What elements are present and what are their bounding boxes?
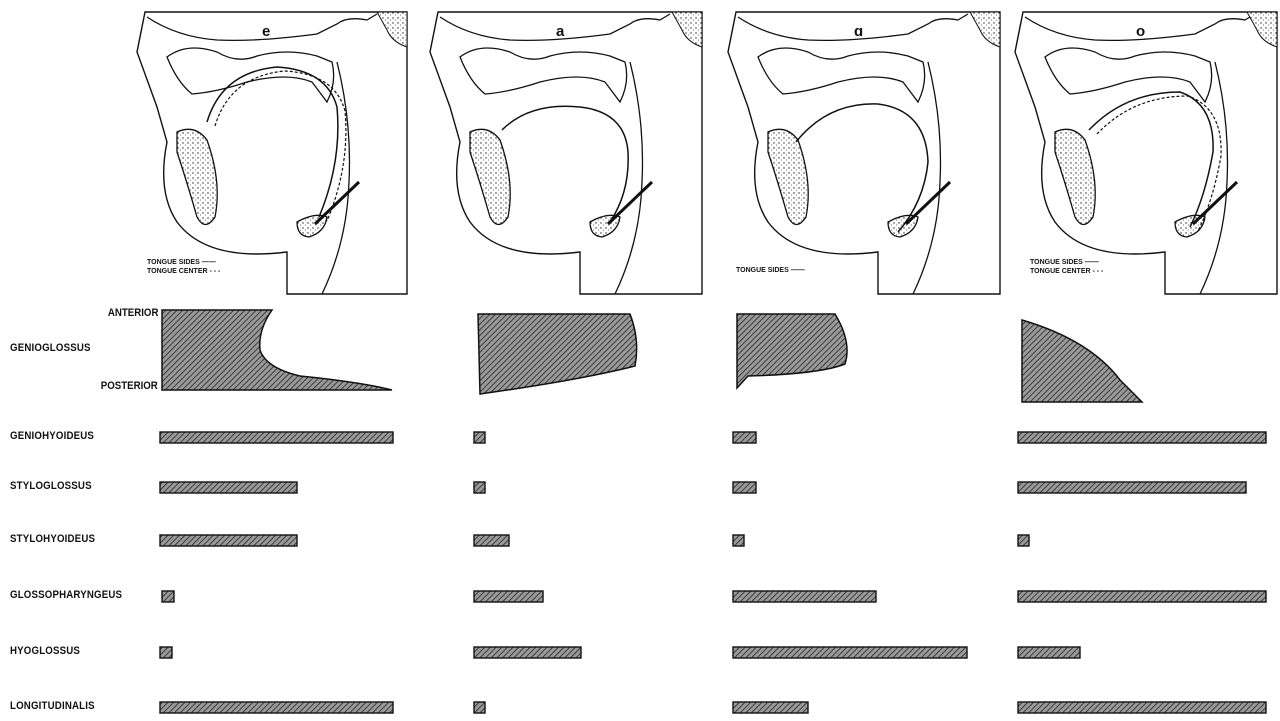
activity-bar-o bbox=[1018, 432, 1266, 443]
upper-jaw bbox=[167, 48, 334, 102]
activity-bar-ɑ bbox=[733, 535, 744, 546]
genioglossus-shape-a bbox=[478, 314, 637, 394]
hyoid-bar bbox=[906, 182, 950, 224]
activity-bar-ɑ bbox=[733, 591, 876, 602]
palate-line bbox=[440, 14, 670, 40]
hyoid-bar bbox=[315, 182, 359, 224]
genioglossus-shape-e bbox=[162, 310, 392, 390]
activity-bar-o bbox=[1018, 702, 1266, 713]
pharynx-wall bbox=[322, 62, 350, 294]
activity-bar-ɑ bbox=[733, 702, 808, 713]
legend-tongue-center: TONGUE CENTER - - - bbox=[147, 268, 221, 275]
activity-bar-ɑ bbox=[733, 482, 756, 493]
activity-bar-a bbox=[474, 702, 485, 713]
muscle-row-styloglossus bbox=[0, 480, 1280, 496]
pharynx-wall bbox=[615, 62, 643, 294]
panel-frame bbox=[1015, 12, 1277, 294]
activity-bar-o bbox=[1018, 591, 1266, 602]
bone-shading bbox=[1247, 12, 1277, 47]
muscle-row-geniohyoideus bbox=[0, 430, 1280, 446]
activity-bar-ɑ bbox=[733, 647, 967, 658]
genioglossus-shapes bbox=[0, 300, 1280, 410]
legend-tongue-sides: TONGUE SIDES —— bbox=[1030, 259, 1099, 266]
muscle-row-glossopharyngeus bbox=[0, 589, 1280, 605]
activity-bar-a bbox=[474, 432, 485, 443]
pharynx-wall bbox=[913, 62, 941, 294]
mandible bbox=[768, 129, 808, 224]
legend-tongue-center: TONGUE CENTER - - - bbox=[1030, 268, 1104, 275]
genioglossus-shape-ɑ bbox=[737, 314, 847, 388]
genioglossus-shape-o bbox=[1022, 320, 1142, 402]
activity-bar-e bbox=[160, 702, 393, 713]
activity-bar-e bbox=[160, 647, 172, 658]
upper-jaw bbox=[460, 48, 627, 102]
vowel-label-o: o bbox=[1136, 23, 1145, 40]
tongue-sides-contour bbox=[1089, 92, 1213, 227]
activity-bar-ɑ bbox=[733, 432, 756, 443]
activity-bar-a bbox=[474, 482, 485, 493]
tongue-sides-contour bbox=[502, 106, 628, 222]
activity-bar-e bbox=[162, 591, 174, 602]
tongue-sides-contour bbox=[796, 104, 928, 232]
activity-bar-a bbox=[474, 591, 543, 602]
activity-bar-o bbox=[1018, 647, 1080, 658]
activity-bar-a bbox=[474, 535, 509, 546]
activity-bar-e bbox=[160, 432, 393, 443]
vowel-label-a: a bbox=[556, 23, 565, 40]
mandible bbox=[1055, 129, 1095, 224]
bone-shading bbox=[672, 12, 702, 47]
activity-bar-a bbox=[474, 647, 581, 658]
legend-tongue-sides: TONGUE SIDES —— bbox=[736, 267, 805, 274]
tongue-center-contour bbox=[1097, 96, 1221, 231]
upper-jaw bbox=[1045, 48, 1212, 102]
bone-shading bbox=[377, 12, 407, 47]
activity-bar-o bbox=[1018, 482, 1246, 493]
legend-tongue-sides: TONGUE SIDES —— bbox=[147, 259, 216, 266]
muscle-row-longitudinalis bbox=[0, 700, 1280, 716]
activity-bar-e bbox=[160, 535, 297, 546]
mandible bbox=[177, 129, 217, 224]
bone-shading bbox=[970, 12, 1000, 47]
vowel-panel-a: a bbox=[430, 12, 702, 294]
upper-jaw bbox=[758, 48, 925, 102]
vowel-label-ɑ: ɑ bbox=[854, 23, 863, 40]
pharynx-wall bbox=[1200, 62, 1228, 294]
mandible bbox=[470, 129, 510, 224]
palate-line bbox=[738, 14, 968, 40]
hyoid-bar bbox=[608, 182, 652, 224]
activity-bar-e bbox=[160, 482, 297, 493]
muscle-row-hyoglossus bbox=[0, 645, 1280, 661]
activity-bar-o bbox=[1018, 535, 1029, 546]
muscle-row-stylohyoideus bbox=[0, 533, 1280, 549]
vowel-label-e: e bbox=[262, 23, 270, 40]
